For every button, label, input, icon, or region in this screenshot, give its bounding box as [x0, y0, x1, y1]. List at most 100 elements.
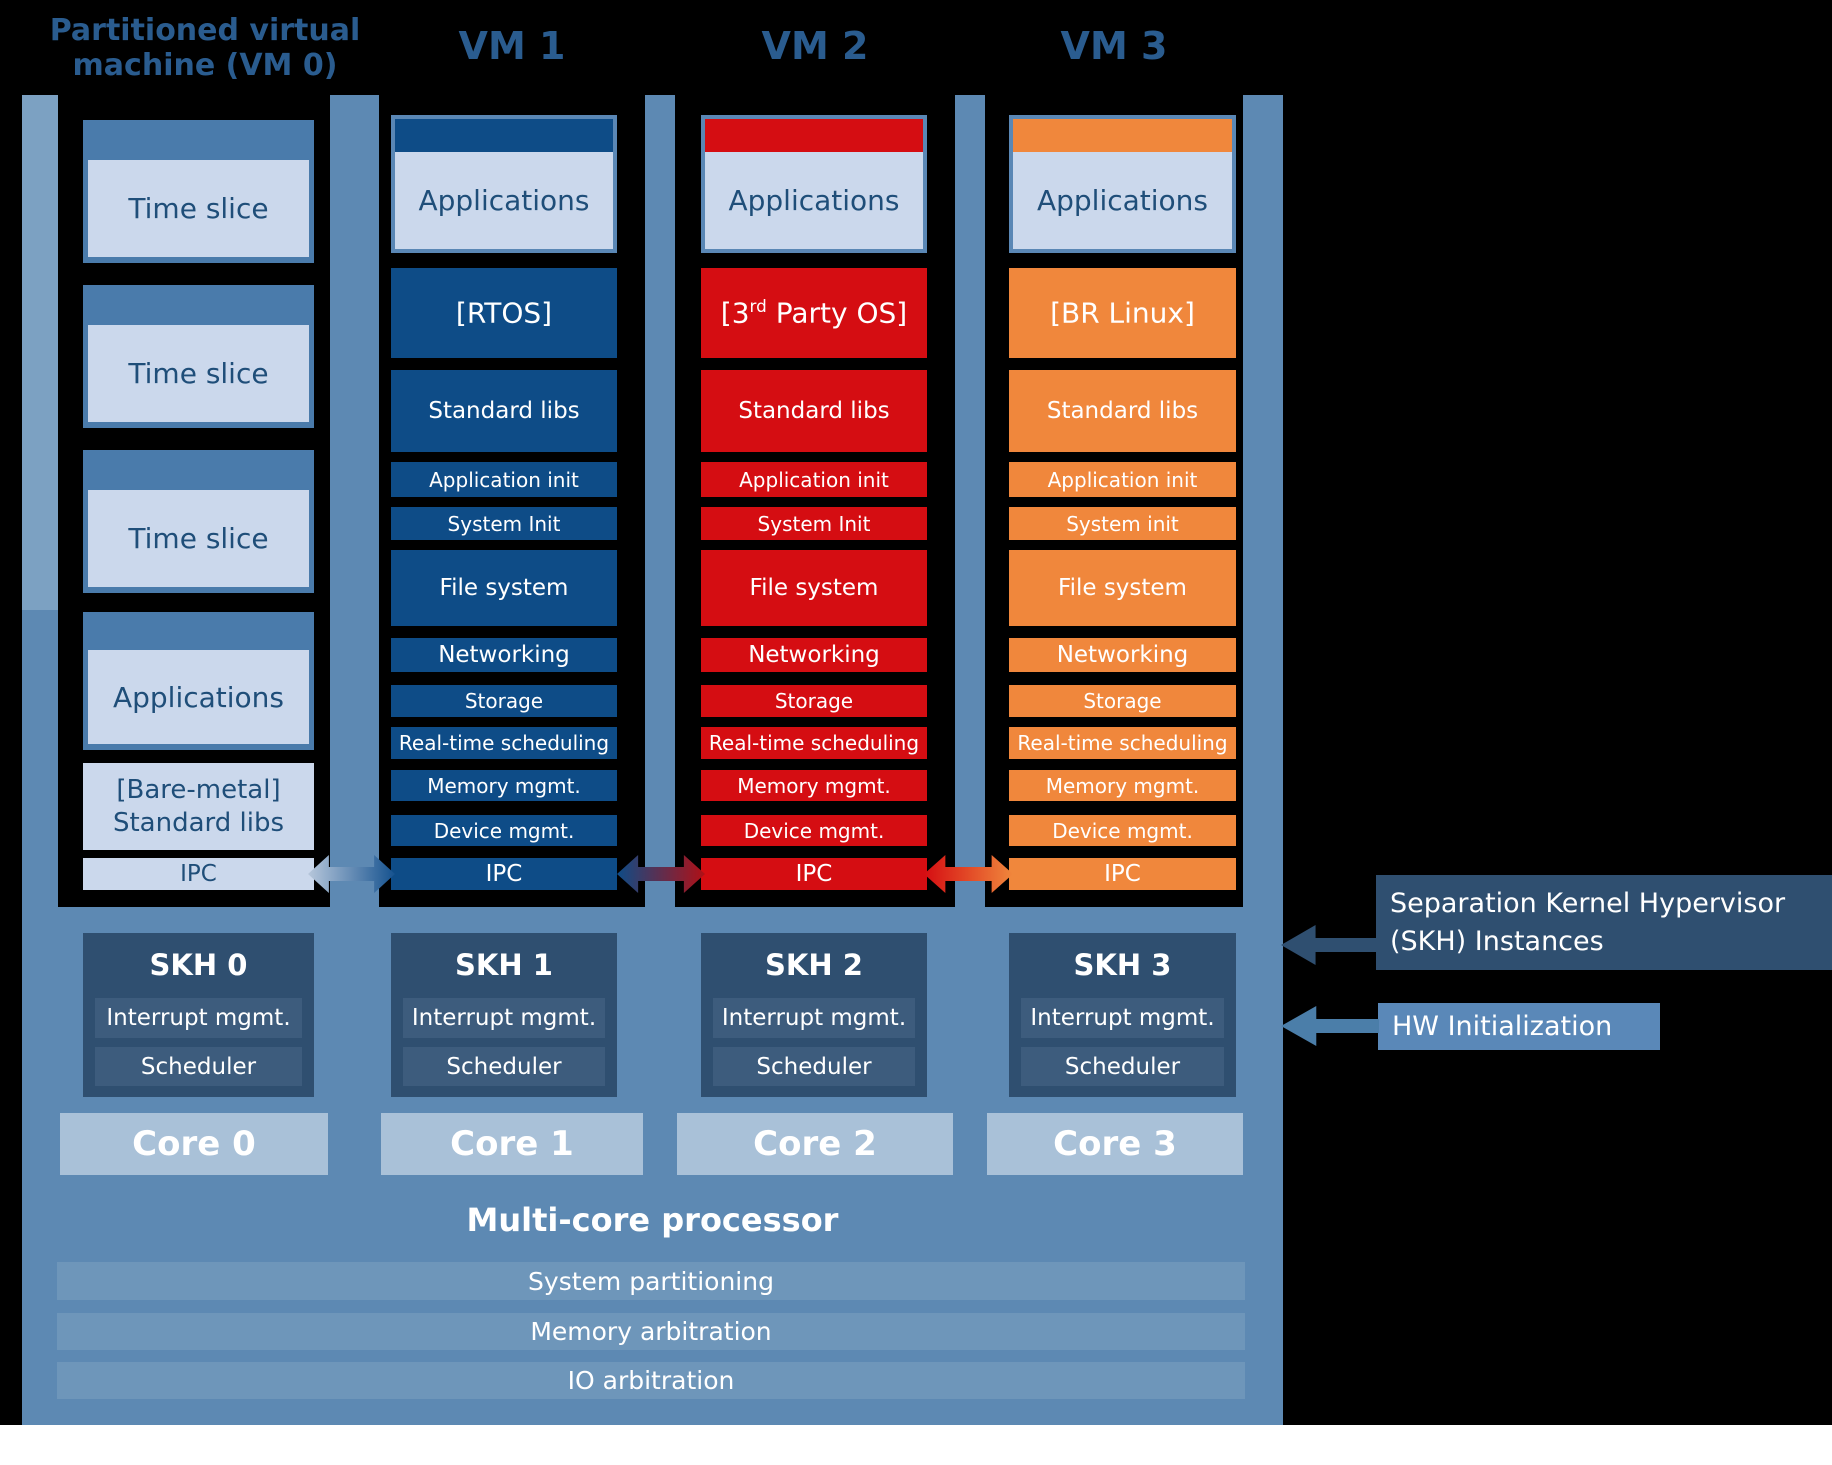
vm2-device-box: Device mgmt. [701, 815, 927, 846]
vm1-ipc-label: IPC [485, 861, 523, 887]
vm0-ipc-box: IPC [83, 858, 314, 890]
skh1-box: SKH 1 Interrupt mgmt. Scheduler [391, 933, 617, 1097]
vm1-applications-box: Applications [391, 115, 617, 253]
core3-label: Core 3 [1053, 1124, 1177, 1164]
vm2-application-init-label: Application init [739, 467, 889, 492]
skh0-interrupt-box: Interrupt mgmt. [95, 998, 302, 1038]
skh1-interrupt-box: Interrupt mgmt. [403, 998, 605, 1038]
skh3-title: SKH 3 [1009, 941, 1236, 989]
skh2-scheduler-box: Scheduler [713, 1047, 915, 1086]
vm0-time-slice-inner: Time slice [88, 160, 309, 257]
vm3-applications-label: Applications [1036, 184, 1209, 217]
vm1-memory-box: Memory mgmt. [391, 770, 617, 801]
vm3-applications-header-strip [1013, 119, 1232, 152]
vm2-storage-label: Storage [774, 689, 854, 713]
skh2-scheduler-label: Scheduler [756, 1053, 872, 1080]
core0-box: Core 0 [60, 1113, 328, 1175]
io-arbitration-bar: IO arbitration [57, 1362, 1245, 1399]
vm3-file-system-box: File system [1009, 550, 1236, 626]
core1-box: Core 1 [381, 1113, 643, 1175]
vm0-time-slice-label: Time slice [128, 357, 269, 390]
memory-arbitration-bar: Memory arbitration [57, 1313, 1245, 1350]
vm0-partition-band [22, 95, 58, 610]
vm3-application-init-box: Application init [1009, 462, 1236, 497]
vm0-ipc-label: IPC [180, 861, 217, 887]
vm1-os-box: [RTOS] [391, 268, 617, 358]
skh2-interrupt-label: Interrupt mgmt. [721, 1005, 907, 1031]
skh2-title: SKH 2 [701, 941, 927, 989]
vm1-os-pre: [RTOS] [455, 296, 553, 330]
vm1-storage-label: Storage [464, 689, 544, 713]
vm2-applications-body: Applications [705, 152, 923, 249]
vm2-os-label: [3rd Party OS] [721, 296, 907, 329]
vm3-standard-libs-box: Standard libs [1009, 370, 1236, 452]
vm2-os-sup: rd [749, 296, 767, 317]
vm3-storage-box: Storage [1009, 685, 1236, 717]
vm1-application-init-box: Application init [391, 462, 617, 497]
vm1-networking-box: Networking [391, 638, 617, 672]
vm3-networking-box: Networking [1009, 638, 1236, 672]
vm2-realtime-label: Real-time scheduling [708, 731, 920, 755]
vm2-application-init-box: Application init [701, 462, 927, 497]
vm3-device-label: Device mgmt. [1052, 818, 1193, 843]
skh0-title-text: SKH 0 [149, 948, 248, 982]
ipc-arrow-vm0-vm1 [308, 855, 395, 893]
vm1-realtime-label: Real-time scheduling [398, 731, 610, 755]
left-arrow-icon [1281, 1006, 1379, 1046]
vm3-standard-libs-label: Standard libs [1046, 398, 1199, 424]
io-arbitration-label: IO arbitration [567, 1366, 735, 1395]
skh1-scheduler-box: Scheduler [403, 1047, 605, 1086]
processor-title: Multi-core processor [22, 1198, 1283, 1242]
skh3-interrupt-label: Interrupt mgmt. [1030, 1005, 1215, 1031]
vm3-system-init-label: System init [1066, 511, 1179, 536]
vm3-memory-box: Memory mgmt. [1009, 770, 1236, 801]
vm1-standard-libs-box: Standard libs [391, 370, 617, 452]
vm2-os-box: [3rd Party OS] [701, 268, 927, 358]
skh1-scheduler-label: Scheduler [446, 1053, 562, 1080]
vm3-ipc-label: IPC [1104, 861, 1141, 887]
vm0-time-slice-label: Time slice [128, 522, 269, 555]
vm2-standard-libs-label: Standard libs [738, 398, 890, 424]
skh3-box: SKH 3 Interrupt mgmt. Scheduler [1009, 933, 1236, 1097]
vm2-file-system-label: File system [749, 575, 879, 601]
vm1-device-label: Device mgmt. [433, 818, 575, 843]
vm1-networking-label: Networking [438, 642, 570, 668]
bottom-white-strip [0, 1425, 1832, 1465]
core0-label: Core 0 [132, 1124, 256, 1164]
vm0-bare-metal-label: [Bare-metal] Standard libs [112, 775, 285, 838]
vm2-device-label: Device mgmt. [743, 818, 885, 843]
vm0-time-slice-box: Time slice [83, 285, 314, 428]
vm1-realtime-box: Real-time scheduling [391, 727, 617, 759]
skh3-scheduler-label: Scheduler [1064, 1053, 1181, 1080]
vm2-standard-libs-box: Standard libs [701, 370, 927, 452]
core2-box: Core 2 [677, 1113, 953, 1175]
vm0-bare-metal-box: [Bare-metal] Standard libs [83, 763, 314, 850]
skh0-scheduler-box: Scheduler [95, 1047, 302, 1086]
vm2-ipc-label: IPC [795, 861, 833, 887]
hw-callout-arrow [1281, 1006, 1379, 1046]
ipc-arrow-vm1-vm2 [617, 855, 705, 893]
vm1-file-system-label: File system [439, 575, 569, 601]
skh1-title: SKH 1 [391, 941, 617, 989]
vm1-ipc-box: IPC [391, 858, 617, 890]
skh2-interrupt-box: Interrupt mgmt. [713, 998, 915, 1038]
vm1-title-text: VM 1 [458, 24, 566, 68]
core3-box: Core 3 [987, 1113, 1243, 1175]
double-arrow-icon [308, 855, 395, 893]
vm0-applications-label: Applications [112, 680, 285, 714]
skh3-interrupt-box: Interrupt mgmt. [1021, 998, 1224, 1038]
processor-title-text: Multi-core processor [466, 1201, 839, 1239]
skh1-interrupt-label: Interrupt mgmt. [411, 1005, 597, 1031]
vm2-applications-header-strip [705, 119, 923, 152]
vm2-file-system-box: File system [701, 550, 927, 626]
vm3-system-init-box: System init [1009, 507, 1236, 540]
vm0-time-slice-box: Time slice [83, 450, 314, 593]
vm0-title-text: Partitioned virtual machine (VM 0) [49, 12, 361, 83]
double-arrow-icon [924, 855, 1013, 893]
vm1-title: VM 1 [412, 22, 612, 70]
vm3-os-pre: [BR Linux] [1050, 296, 1195, 330]
vm3-device-box: Device mgmt. [1009, 815, 1236, 846]
left-arrow-icon [1281, 925, 1377, 965]
vm2-applications-label: Applications [728, 184, 900, 217]
vm1-standard-libs-label: Standard libs [428, 398, 580, 424]
